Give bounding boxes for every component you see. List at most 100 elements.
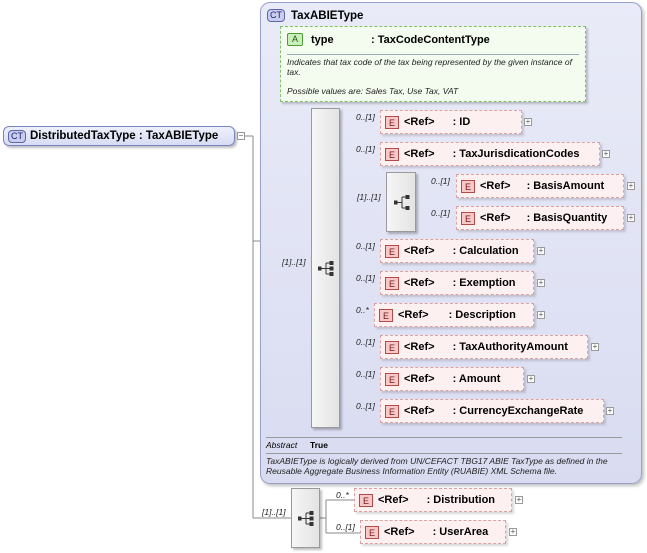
- element-id[interactable]: E <Ref> : ID: [380, 110, 522, 134]
- element-name: : Amount: [452, 373, 501, 385]
- element-name: : ID: [452, 116, 471, 128]
- element-cardinality: 0..[1]: [356, 401, 375, 411]
- element-cardinality: 0..*: [356, 305, 369, 315]
- element-name: : BasisQuantity: [526, 212, 608, 224]
- element-cardinality: 0..[1]: [356, 273, 375, 283]
- element-cardinality: 0..[1]: [356, 144, 375, 154]
- element-badge: E: [379, 308, 393, 322]
- choice-icon: [394, 195, 410, 210]
- panel-title-text: TaxABIEType: [291, 9, 364, 22]
- element-ref: <Ref>: [384, 526, 415, 538]
- collapse-icon[interactable]: −: [237, 131, 245, 140]
- element-name: : TaxJurisdicationCodes: [452, 148, 580, 160]
- attribute-name: type: [311, 33, 334, 46]
- element-cardinality: 0..[1]: [336, 522, 355, 532]
- attribute-badge: A: [287, 33, 304, 46]
- attribute-documentation: Indicates that tax code of the tax being…: [287, 57, 572, 77]
- expand-icon[interactable]: +: [602, 149, 610, 158]
- sequence-icon: [318, 261, 334, 276]
- element-cardinality: 0..[1]: [356, 369, 375, 379]
- outer-sequence-cardinality: [1]..[1]: [262, 507, 286, 517]
- choice-cardinality: [1]..[1]: [357, 192, 381, 202]
- element-name: : BasisAmount: [526, 180, 605, 192]
- element-badge: E: [461, 179, 475, 193]
- root-element-label: DistributedTaxType : TaxABIEType: [30, 130, 219, 142]
- element-badge: E: [359, 493, 373, 507]
- element-ref: <Ref>: [404, 116, 435, 128]
- expand-icon[interactable]: +: [524, 117, 532, 126]
- choice-compositor[interactable]: [386, 172, 416, 232]
- sequence-compositor[interactable]: [311, 108, 340, 428]
- element-cardinality: 0..*: [336, 490, 349, 500]
- element-basis-amount[interactable]: E <Ref> : BasisAmount: [456, 174, 624, 198]
- element-calculation[interactable]: E <Ref> : Calculation: [380, 239, 534, 263]
- element-ref: <Ref>: [404, 148, 435, 160]
- element-cardinality: 0..[1]: [431, 176, 450, 186]
- element-name: : UserArea: [432, 526, 489, 538]
- abstract-label: Abstract: [266, 440, 298, 450]
- expand-icon[interactable]: +: [606, 406, 614, 415]
- element-badge: E: [385, 276, 399, 290]
- element-cardinality: 0..[1]: [431, 208, 450, 218]
- complex-type-badge: CT: [267, 9, 285, 22]
- expand-icon[interactable]: +: [627, 213, 635, 222]
- root-element-distributed-tax-type[interactable]: CT DistributedTaxType : TaxABIEType: [3, 126, 235, 146]
- element-name: : CurrencyExchangeRate: [452, 405, 584, 417]
- element-ref: <Ref>: [480, 212, 511, 224]
- element-ref: <Ref>: [404, 405, 435, 417]
- sequence-icon: [298, 511, 314, 526]
- element-basis-quantity[interactable]: E <Ref> : BasisQuantity: [456, 206, 624, 230]
- element-ref: <Ref>: [404, 245, 435, 257]
- type-documentation: TaxABIEType is logically derived from UN…: [266, 456, 608, 476]
- attribute-possible-values: Possible values are: Sales Tax, Use Tax,…: [287, 86, 459, 96]
- element-exemption[interactable]: E <Ref> : Exemption: [380, 271, 534, 295]
- element-description[interactable]: E <Ref> : Description: [374, 303, 534, 327]
- footer-divider: [266, 453, 622, 454]
- element-name: : Distribution: [426, 494, 496, 506]
- sequence-cardinality: [1]..[1]: [282, 257, 306, 267]
- element-badge: E: [385, 404, 399, 418]
- attribute-divider: [287, 54, 579, 55]
- element-user-area[interactable]: E <Ref> : UserArea: [360, 520, 506, 544]
- element-name: : Description: [448, 309, 516, 321]
- element-name: : Calculation: [452, 245, 519, 257]
- expand-icon[interactable]: +: [509, 527, 517, 536]
- element-badge: E: [461, 211, 475, 225]
- expand-icon[interactable]: +: [527, 374, 535, 383]
- expand-icon[interactable]: +: [515, 495, 523, 504]
- element-ref: <Ref>: [480, 180, 511, 192]
- element-ref: <Ref>: [378, 494, 409, 506]
- expand-icon[interactable]: +: [591, 342, 599, 351]
- element-badge: E: [365, 525, 379, 539]
- expand-icon[interactable]: +: [537, 278, 545, 287]
- element-name: : Exemption: [452, 277, 516, 289]
- attribute-type-name: : TaxCodeContentType: [371, 33, 490, 46]
- element-cardinality: 0..[1]: [356, 337, 375, 347]
- element-name: : TaxAuthorityAmount: [452, 341, 568, 353]
- expand-icon[interactable]: +: [537, 246, 545, 255]
- element-cardinality: 0..[1]: [356, 241, 375, 251]
- element-tax-jurisdication-codes[interactable]: E <Ref> : TaxJurisdicationCodes: [380, 142, 600, 166]
- element-cardinality: 0..[1]: [356, 112, 375, 122]
- expand-icon[interactable]: +: [537, 310, 545, 319]
- element-badge: E: [385, 115, 399, 129]
- complex-type-badge: CT: [8, 129, 26, 143]
- element-badge: E: [385, 244, 399, 258]
- expand-icon[interactable]: +: [627, 181, 635, 190]
- element-ref: <Ref>: [404, 341, 435, 353]
- element-ref: <Ref>: [404, 277, 435, 289]
- panel-title: CT TaxABIEType: [267, 9, 363, 22]
- element-badge: E: [385, 147, 399, 161]
- element-currency-exchange-rate[interactable]: E <Ref> : CurrencyExchangeRate: [380, 399, 604, 423]
- element-ref: <Ref>: [398, 309, 429, 321]
- element-tax-authority-amount[interactable]: E <Ref> : TaxAuthorityAmount: [380, 335, 588, 359]
- outer-sequence-compositor[interactable]: [291, 488, 320, 548]
- footer-divider: [266, 437, 622, 438]
- element-badge: E: [385, 340, 399, 354]
- element-distribution[interactable]: E <Ref> : Distribution: [354, 488, 512, 512]
- element-amount[interactable]: E <Ref> : Amount: [380, 367, 524, 391]
- attribute-header: A type : TaxCodeContentType: [287, 33, 490, 46]
- abstract-value: True: [310, 440, 328, 450]
- element-ref: <Ref>: [404, 373, 435, 385]
- attribute-type[interactable]: A type : TaxCodeContentType Indicates th…: [280, 26, 586, 102]
